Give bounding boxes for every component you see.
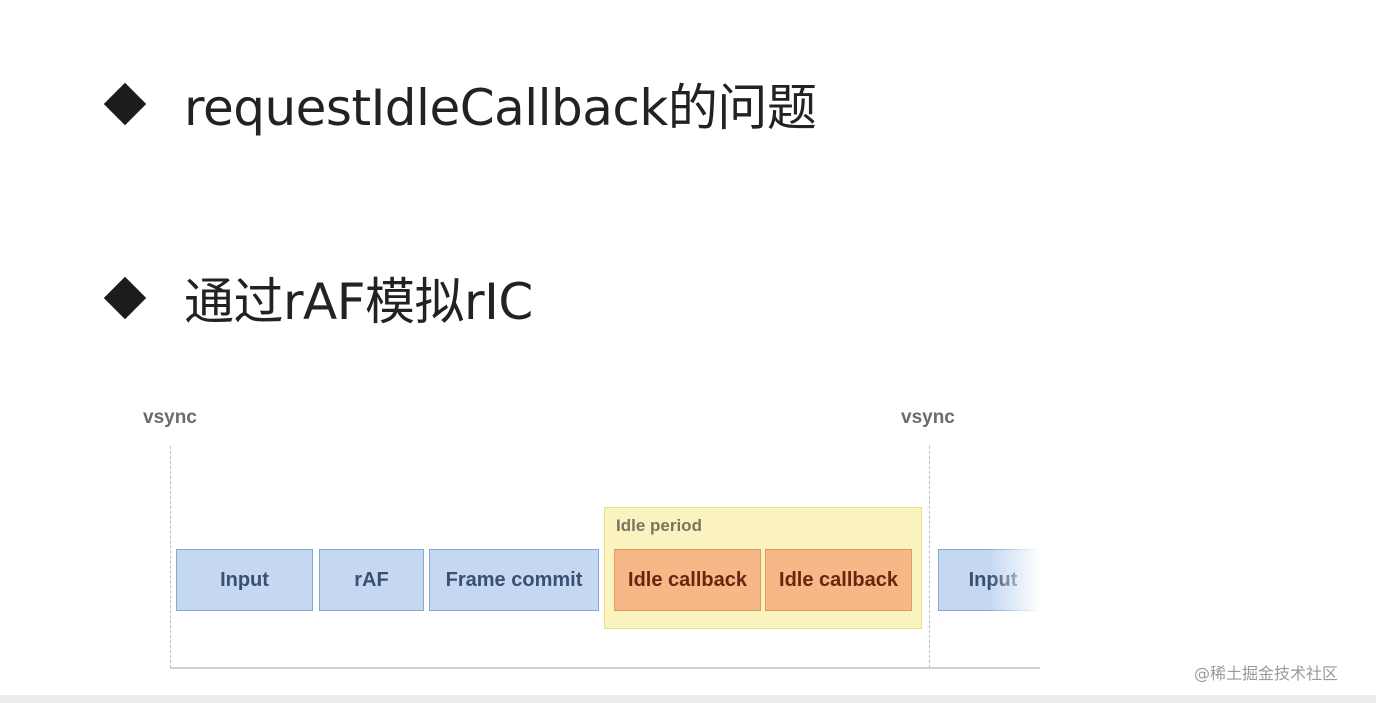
vsync-line-end: [929, 446, 930, 668]
block-idle-callback: Idle callback: [614, 549, 761, 611]
vsync-label-end: vsync: [901, 407, 955, 428]
block-frame-commit: Frame commit: [429, 549, 599, 611]
timeline-axis: [170, 667, 1040, 669]
bullet-item-ric-problem: requestIdleCallback的问题: [100, 68, 817, 140]
vsync-line-start: [170, 446, 171, 668]
bullet-text: requestIdleCallback的问题: [184, 79, 817, 137]
idle-period-label: Idle period: [616, 516, 702, 535]
block-raf: rAF: [319, 549, 424, 611]
block-idle-callback: Idle callback: [765, 549, 912, 611]
bullet-text: 通过rAF模拟rIC: [184, 273, 533, 331]
block-input: Input: [176, 549, 313, 611]
bottom-strip: [0, 695, 1376, 703]
bullet-item-raf-simulate-ric: 通过rAF模拟rIC: [100, 262, 533, 334]
diamond-bullet-icon: [103, 276, 147, 320]
right-fade-overlay: [990, 540, 1050, 620]
vsync-label-start: vsync: [143, 407, 197, 428]
diamond-bullet-icon: [103, 82, 147, 126]
watermark: @稀土掘金技术社区: [1194, 664, 1339, 683]
